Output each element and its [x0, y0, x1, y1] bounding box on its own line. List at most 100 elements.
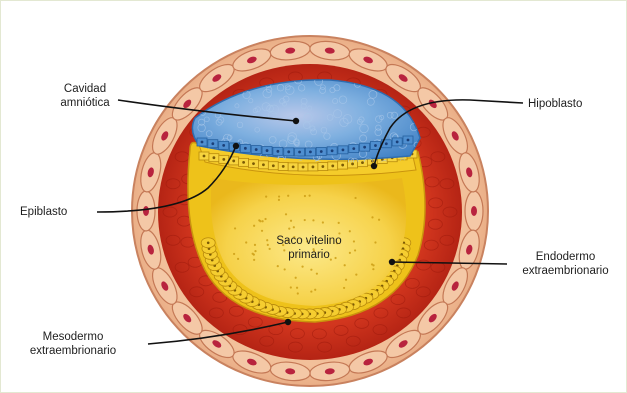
- yolk-dot: [296, 287, 298, 289]
- yolk-dot: [237, 258, 239, 260]
- label-saco-vitelino: Saco vitelino primario: [254, 234, 364, 262]
- hypoblast-nucleus: [341, 164, 344, 167]
- amnion-nucleus: [211, 142, 214, 145]
- label-mesodermo-line2: extraembrionario: [12, 344, 134, 358]
- label-saco-line1: Saco vitelino: [254, 234, 364, 248]
- hypoblast-nucleus: [232, 160, 235, 163]
- hypoblast-nucleus: [252, 162, 255, 165]
- hypoblast-nucleus: [213, 156, 216, 159]
- yolk-dot: [284, 268, 286, 270]
- amnion-nucleus: [287, 150, 290, 153]
- label-mesodermo: Mesodermo extraembrionario: [12, 330, 134, 358]
- hypoblast-nucleus: [331, 165, 334, 168]
- hypoblast-nucleus: [282, 165, 285, 168]
- yolk-dot: [310, 290, 312, 292]
- trophoblast-nucleus: [143, 206, 149, 216]
- amnion-nucleus: [201, 141, 204, 144]
- yolk-dot: [293, 226, 295, 228]
- yolk-dot: [234, 227, 236, 229]
- label-cavidad-line2: amniótica: [40, 96, 130, 110]
- hypoblast-nucleus: [272, 164, 275, 167]
- amnion-nucleus: [255, 148, 258, 151]
- yolk-dot: [288, 228, 290, 230]
- hypoblast-nucleus: [321, 165, 324, 168]
- yolk-dot: [344, 264, 346, 266]
- dot-cavidad: [293, 118, 299, 124]
- yolk-dot: [287, 195, 289, 197]
- yolk-dot: [354, 197, 356, 199]
- dot-mesodermo: [285, 319, 291, 325]
- dot-hipoblasto: [371, 163, 377, 169]
- label-endodermo-line1: Endodermo: [508, 250, 623, 264]
- yolk-dot: [261, 230, 263, 232]
- label-cavidad-line1: Cavidad: [40, 82, 130, 96]
- amnion-nucleus: [396, 141, 399, 144]
- amnion-nucleus: [309, 151, 312, 154]
- hypoblast-nucleus: [361, 161, 364, 164]
- amnion-nucleus: [385, 142, 388, 145]
- amnion-nucleus: [244, 147, 247, 150]
- amnion-nucleus: [331, 149, 334, 152]
- yolk-dot: [277, 265, 279, 267]
- yolk-dot: [265, 196, 267, 198]
- yolk-dot: [290, 286, 292, 288]
- label-cavidad-amniotica: Cavidad amniótica: [40, 82, 130, 110]
- yolk-dot: [233, 253, 235, 255]
- hypoblast-nucleus: [302, 166, 305, 169]
- hypoblast-nucleus: [242, 161, 245, 164]
- label-endodermo-line2: extraembrionario: [508, 264, 623, 278]
- yolk-dot: [278, 199, 280, 201]
- amnion-nucleus: [266, 149, 269, 152]
- label-saco-line2: primario: [254, 248, 364, 262]
- yolk-dot: [304, 195, 306, 197]
- hypoblast-nucleus: [222, 158, 225, 161]
- hypoblast-nucleus: [351, 163, 354, 166]
- hypoblast-nucleus: [292, 165, 295, 168]
- yolk-dot: [372, 264, 374, 266]
- yolk-dot: [304, 219, 306, 221]
- amnion-nucleus: [407, 139, 410, 142]
- label-hipoblasto-text: Hipoblasto: [528, 97, 582, 111]
- label-epiblasto: Epiblasto: [20, 205, 67, 219]
- yolk-dot: [258, 219, 260, 221]
- yolk-dot: [374, 241, 376, 243]
- dot-epiblasto: [233, 143, 239, 149]
- yolk-dot: [338, 222, 340, 224]
- yolk-dot: [278, 195, 280, 197]
- yolk-dot: [285, 213, 287, 215]
- amnion-nucleus: [298, 151, 301, 154]
- amnion-nucleus: [222, 144, 225, 147]
- hypoblast-nucleus: [203, 155, 206, 158]
- yolk-dot: [322, 221, 324, 223]
- yolk-dot: [245, 241, 247, 243]
- yolk-dot: [345, 279, 347, 281]
- amnion-nucleus: [374, 144, 377, 147]
- yolk-dot: [349, 230, 351, 232]
- yolk-dot: [371, 216, 373, 218]
- endoderm-nucleus: [207, 241, 210, 244]
- label-mesodermo-line1: Mesodermo: [12, 330, 134, 344]
- yolk-dot: [316, 273, 318, 275]
- label-hipoblasto: Hipoblasto: [528, 97, 582, 111]
- amnion-nucleus: [352, 147, 355, 150]
- yolk-dot: [297, 292, 299, 294]
- yolk-dot: [314, 289, 316, 291]
- yolk-dot: [310, 269, 312, 271]
- amnion-nucleus: [342, 148, 345, 151]
- yolk-dot: [378, 219, 380, 221]
- yolk-dot: [290, 220, 292, 222]
- yolk-dot: [372, 268, 374, 270]
- amnion-nucleus: [320, 150, 323, 153]
- yolk-dot: [253, 225, 255, 227]
- trophoblast-nucleus: [471, 206, 477, 216]
- label-epiblasto-text: Epiblasto: [20, 205, 67, 219]
- amnion-nucleus: [276, 150, 279, 153]
- yolk-dot: [262, 220, 264, 222]
- hypoblast-nucleus: [262, 163, 265, 166]
- yolk-dot: [264, 218, 266, 220]
- dot-endodermo: [389, 259, 395, 265]
- yolk-dot: [343, 287, 345, 289]
- hypoblast-nucleus: [312, 166, 315, 169]
- yolk-dot: [301, 266, 303, 268]
